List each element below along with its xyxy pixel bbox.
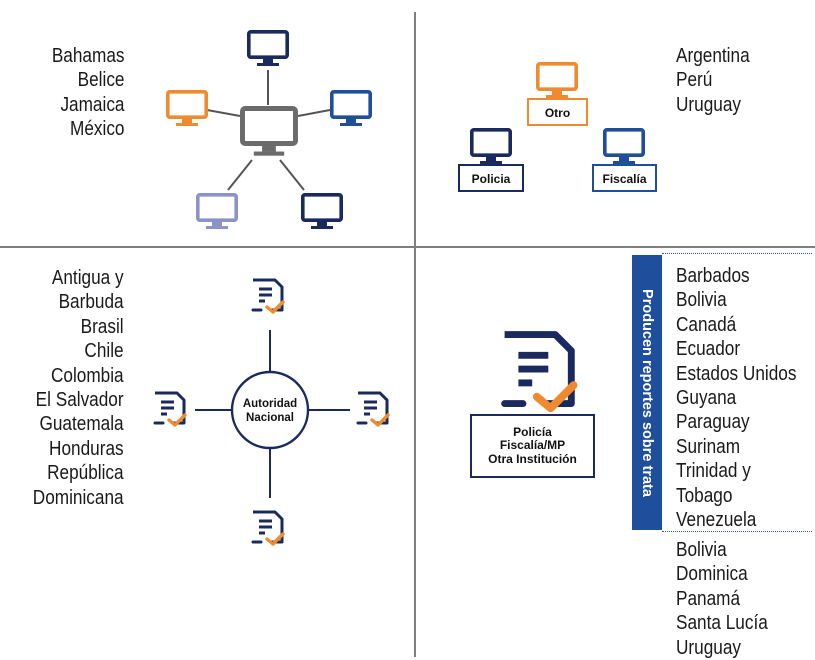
country-item: Surinam <box>676 435 741 458</box>
institution-box: Policía Fiscalía/MP Otra Institución <box>470 414 595 478</box>
country-item: Dominica <box>676 563 748 586</box>
institution-line: Fiscalía/MP <box>499 438 566 453</box>
country-item: Brasil <box>80 315 124 338</box>
node-label-policia: Policia <box>472 172 511 186</box>
document-check-icon <box>251 278 285 314</box>
horizontal-divider <box>0 246 815 248</box>
country-item: Guyana <box>676 387 737 410</box>
dotted-separator-bottom <box>662 531 812 532</box>
computer-monitor-icon <box>166 90 208 128</box>
country-item: Bahamas <box>51 45 124 67</box>
country-item: Santa Lucía <box>676 612 768 635</box>
country-item: Argentina <box>676 45 750 67</box>
country-item: Chile <box>84 340 124 363</box>
country-item: Honduras <box>49 437 124 460</box>
national-authority-hub: Autoridad Nacional <box>153 278 390 546</box>
country-item: Bolivia <box>676 539 727 561</box>
connector-line <box>227 159 253 191</box>
node-box-policia <box>458 164 524 192</box>
connector-line <box>279 159 305 191</box>
vertical-divider <box>414 12 416 657</box>
document-check-icon <box>356 391 390 427</box>
document-check-icon <box>505 335 574 409</box>
country-item: Bolivia <box>676 289 727 312</box>
country-item: Barbados <box>676 265 750 287</box>
country-item: Trinidad y <box>676 460 751 483</box>
country-item: República <box>47 462 125 485</box>
country-item: Barbuda <box>58 291 125 314</box>
country-item: Paraguay <box>676 411 750 434</box>
institution-line: Policía <box>513 424 552 439</box>
country-item: Uruguay <box>676 636 742 659</box>
authority-circle <box>230 370 310 450</box>
separate-institutions: Otro Policia Fiscalía <box>458 61 657 192</box>
country-item: Antigua y <box>52 267 124 289</box>
document-check-icon <box>251 510 285 546</box>
authority-label-line1: Autoridad <box>243 398 297 410</box>
country-item: Jamaica <box>59 93 125 116</box>
computer-monitor-icon <box>602 128 646 166</box>
country-item: Guatemala <box>39 413 124 436</box>
country-item: Perú <box>676 69 713 92</box>
country-item: México <box>69 118 124 141</box>
other-country-list: Bolivia Dominica Panamá Santa Lucía Urug… <box>676 538 768 660</box>
institution-line: Otra Institución <box>488 451 577 466</box>
computer-monitor-icon <box>469 128 513 166</box>
country-item: Uruguay <box>676 93 742 116</box>
computer-monitor-icon <box>535 61 579 100</box>
node-box-fiscalia <box>592 164 657 192</box>
country-item: Canadá <box>676 313 737 336</box>
node-label-fiscalia: Fiscalía <box>602 172 646 186</box>
country-item: Estados Unidos <box>676 362 797 385</box>
computer-monitor-icon <box>247 29 290 68</box>
computer-monitor-icon <box>196 193 238 231</box>
dotted-separator-top <box>662 253 812 254</box>
node-box-otro <box>527 98 588 126</box>
top-left-country-list: Bahamas Belice Jamaica México <box>51 44 124 142</box>
side-band: Producen reportes sobre trata <box>632 255 662 530</box>
document-check-icon <box>153 391 187 427</box>
top-right-country-list: Argentina Perú Uruguay <box>676 44 750 117</box>
connector-line <box>297 109 331 117</box>
authority-label-line2: Nacional <box>246 412 294 424</box>
bottom-left-country-list: Antigua y Barbuda Brasil Chile Colombia … <box>33 266 124 510</box>
country-item: Panamá <box>676 587 741 610</box>
country-item: Belice <box>77 69 124 92</box>
country-item: Venezuela <box>676 509 757 532</box>
computer-monitor-icon <box>300 193 344 231</box>
connector-line <box>206 109 241 117</box>
computer-monitor-icon <box>329 90 373 128</box>
country-item: Tobago <box>676 484 733 507</box>
hub-network <box>166 29 373 231</box>
country-item: Dominicana <box>33 486 124 509</box>
node-label-otro: Otro <box>545 106 570 120</box>
country-item: El Salvador <box>36 389 125 412</box>
country-item: Ecuador <box>676 338 741 361</box>
country-item: Colombia <box>51 364 125 387</box>
central-computer-icon <box>242 108 295 155</box>
reporting-country-list: Barbados Bolivia Canadá Ecuador Estados … <box>676 264 796 532</box>
